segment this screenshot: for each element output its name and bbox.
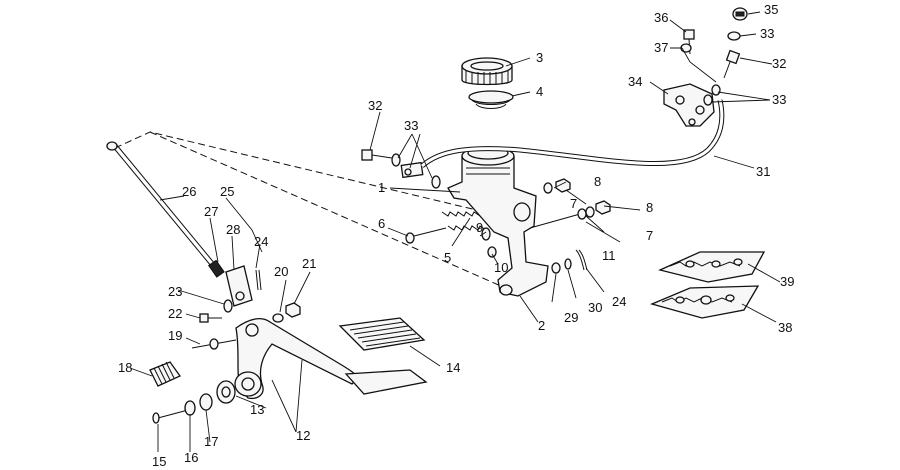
banjo-bolt-32-right	[723, 49, 741, 79]
callout-2: 2	[538, 318, 545, 333]
hose-junction-34	[663, 83, 715, 127]
callout-1: 1	[378, 180, 385, 195]
callout-27: 27	[204, 204, 218, 219]
callout-35: 35	[764, 2, 778, 17]
callout-39: 39	[780, 274, 794, 289]
callout-37: 37	[654, 40, 668, 55]
washer-23	[223, 299, 233, 313]
nut-8-upper	[555, 178, 571, 193]
callout-31: 31	[756, 164, 770, 179]
callout-6: 6	[378, 216, 385, 231]
brake-pad-39	[658, 251, 766, 283]
bushing-13	[216, 380, 236, 404]
callout-13: 13	[250, 402, 264, 417]
callout-4: 4	[536, 84, 543, 99]
reservoir-diaphragm	[468, 90, 514, 109]
nut-21	[285, 302, 301, 318]
pin-30	[564, 258, 572, 270]
callout-36: 36	[654, 10, 668, 25]
washer-33-right-a	[703, 94, 713, 106]
leader-lines	[129, 11, 781, 452]
washer-7-lower	[585, 206, 595, 218]
linkage-dashed-line-upper	[114, 131, 511, 219]
clevis-fork	[225, 265, 253, 307]
nut-8-lower	[595, 200, 611, 215]
banjo-bolt-32-left	[361, 149, 393, 161]
callout-10: 10	[494, 260, 508, 275]
washer-10	[487, 246, 497, 258]
brake-pad-38	[650, 285, 760, 319]
washer-29	[551, 262, 561, 274]
bleed-nipple-35	[732, 7, 748, 21]
washer-7-upper	[543, 182, 553, 194]
callout-28: 28	[226, 222, 240, 237]
callout-17: 17	[204, 434, 218, 449]
washer-17	[199, 393, 213, 411]
callout-20: 20	[274, 264, 288, 279]
callout-18: 18	[118, 360, 132, 375]
callout-19: 19	[168, 328, 182, 343]
callout-15: 15	[152, 454, 166, 469]
callout-25: 25	[220, 184, 234, 199]
callout-9: 9	[476, 220, 483, 235]
callout-21: 21	[302, 256, 316, 271]
bolt-6	[405, 227, 447, 244]
callout-14: 14	[446, 360, 460, 375]
split-pin-24-left	[255, 269, 262, 291]
brake-hose-31	[420, 99, 725, 168]
callout-8-lower: 8	[646, 200, 653, 215]
callout-7-upper: 7	[570, 196, 577, 211]
callout-11: 11	[602, 248, 616, 263]
banjo-fitting-left	[400, 161, 424, 179]
callout-32-right: 32	[772, 56, 786, 71]
callout-32-left: 32	[368, 98, 382, 113]
callout-12: 12	[296, 428, 310, 443]
split-pin-24-right	[575, 249, 588, 271]
callout-33-top-right: 33	[760, 26, 774, 41]
callout-8-upper: 8	[594, 174, 601, 189]
bolt-11	[529, 208, 587, 229]
reservoir-cap	[461, 57, 513, 86]
callout-34: 34	[628, 74, 642, 89]
callout-22: 22	[168, 306, 182, 321]
rubber-grip-18	[149, 361, 181, 387]
callout-33-left: 33	[404, 118, 418, 133]
push-rod	[106, 141, 225, 278]
callout-24-right: 24	[612, 294, 626, 309]
washer-33-left-a	[391, 153, 401, 167]
callout-26: 26	[182, 184, 196, 199]
return-spring-5	[441, 211, 487, 231]
callout-24-left: 24	[254, 234, 268, 249]
pivot-pin-19	[191, 338, 237, 350]
pedal-footpad	[338, 317, 428, 395]
bolt-15	[152, 409, 189, 424]
washer-33-right-b	[711, 84, 721, 96]
callout-16: 16	[184, 450, 198, 465]
washer-33-left-b	[431, 175, 441, 189]
callout-7-lower: 7	[646, 228, 653, 243]
callout-5: 5	[444, 250, 451, 265]
washer-20	[272, 313, 284, 323]
callout-30: 30	[588, 300, 602, 315]
callout-labels: 1 2 3 4 5 6 7 7 8 8 9 10 11 12 13 14 15 …	[118, 2, 794, 469]
brake-pedal-lever	[234, 317, 359, 400]
callout-33-right: 33	[772, 92, 786, 107]
washer-33-top	[727, 31, 741, 41]
bolt-22	[199, 313, 222, 323]
callout-29: 29	[564, 310, 578, 325]
callout-3: 3	[536, 50, 543, 65]
seal-9	[481, 227, 491, 241]
washer-16	[184, 400, 196, 416]
callout-23: 23	[168, 284, 182, 299]
callout-38: 38	[778, 320, 792, 335]
